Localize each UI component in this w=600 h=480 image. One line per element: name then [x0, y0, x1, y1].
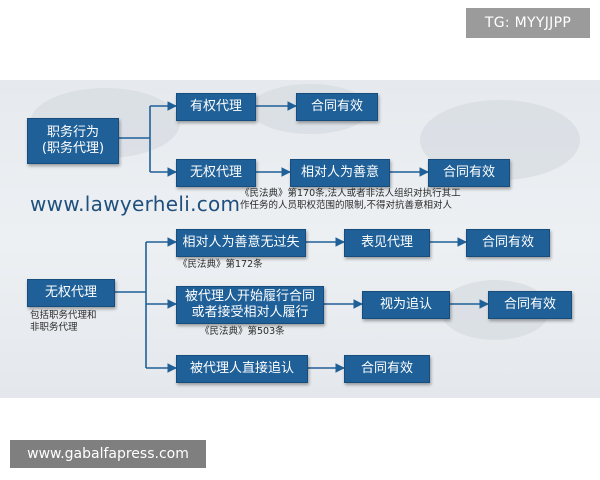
watermark-url: www.lawyerheli.com	[30, 192, 241, 216]
node-direct-ratification: 被代理人直接追认	[176, 355, 308, 383]
node-unauthorized-agency-top: 无权代理	[176, 159, 256, 187]
node-apparent-agency: 表见代理	[344, 229, 430, 257]
node-unauthorized-agency: 无权代理	[27, 279, 115, 307]
node-duty-conduct: 职务行为 (职务代理)	[27, 118, 119, 164]
node-principal-performs: 被代理人开始履行合同 或者接受相对人履行	[176, 286, 324, 324]
note-article-172: 《民法典》第172条	[178, 259, 263, 270]
node-deemed-ratified: 视为追认	[362, 291, 450, 319]
node-counterparty-good-faith: 相对人为善意	[290, 159, 390, 187]
node-direct-contract-valid: 合同有效	[344, 355, 430, 383]
node-good-faith-no-fault: 相对人为善意无过失	[176, 229, 306, 257]
connector-lines	[113, 101, 489, 373]
footer-url: www.gabalfapress.com	[10, 440, 206, 468]
node-apparent-contract-valid: 合同有效	[466, 229, 550, 257]
node-authorized-agency: 有权代理	[176, 93, 256, 121]
tg-badge: TG: MYYJJPP	[466, 8, 590, 38]
note-article-170: 《民法典》第170条,法人或者非法人组织对执行其工 作任务的人员职权范围的限制,…	[240, 188, 461, 211]
note-article-503: 《民法典》第503条	[200, 326, 285, 337]
node-ratified-contract-valid: 合同有效	[488, 291, 572, 319]
note-includes-duty-and-nonduty: 包括职务代理和 非职务代理	[30, 310, 97, 333]
node-good-faith-contract-valid: 合同有效	[428, 159, 510, 187]
agency-flowchart: 职务行为 (职务代理) 有权代理 合同有效 无权代理 相对人为善意 合同有效 《…	[0, 80, 600, 398]
node-authorized-contract-valid: 合同有效	[296, 93, 378, 121]
